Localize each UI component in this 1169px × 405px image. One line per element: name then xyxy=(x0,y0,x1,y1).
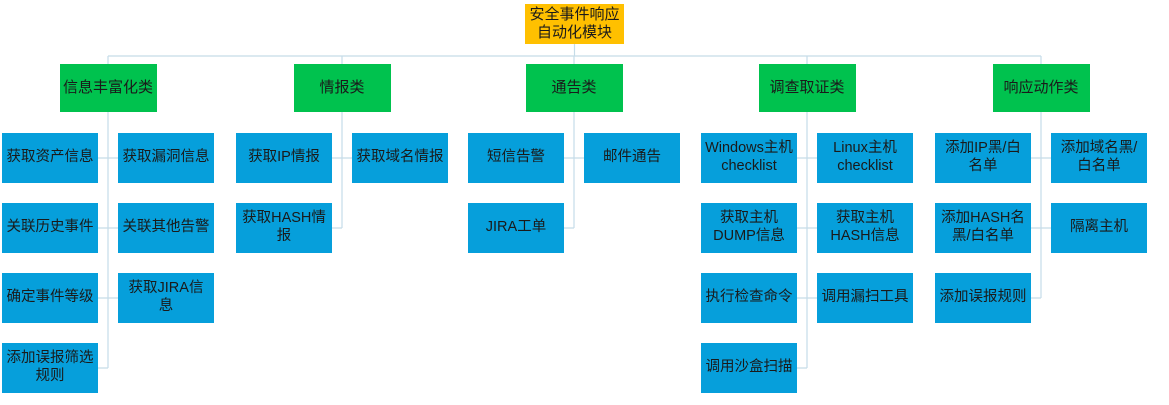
item-node[interactable]: 调用漏扫工具 xyxy=(817,273,913,323)
item-node[interactable]: JIRA工单 xyxy=(468,203,564,253)
category-node[interactable]: 调查取证类 xyxy=(758,64,856,112)
item-node[interactable]: 获取主机DUMP信息 xyxy=(701,203,797,253)
item-node[interactable]: 获取IP情报 xyxy=(236,133,332,183)
category-node[interactable]: 情报类 xyxy=(293,64,391,112)
item-node[interactable]: 关联历史事件 xyxy=(2,203,98,253)
item-node[interactable]: 添加IP黑/白名单 xyxy=(935,133,1031,183)
category-node[interactable]: 信息丰富化类 xyxy=(59,64,157,112)
item-node[interactable]: 确定事件等级 xyxy=(2,273,98,323)
item-node[interactable]: 添加域名黑/白名单 xyxy=(1051,133,1147,183)
category-node[interactable]: 通告类 xyxy=(525,64,623,112)
item-node[interactable]: 添加HASH名黑/白名单 xyxy=(935,203,1031,253)
connector-path xyxy=(98,44,1051,369)
category-node[interactable]: 响应动作类 xyxy=(992,64,1090,112)
item-node[interactable]: 获取域名情报 xyxy=(352,133,448,183)
item-node[interactable]: 添加误报规则 xyxy=(935,273,1031,323)
item-node[interactable]: Linux主机checklist xyxy=(817,133,913,183)
item-node[interactable]: 获取漏洞信息 xyxy=(118,133,214,183)
item-node[interactable]: 获取HASH情报 xyxy=(236,203,332,253)
item-node[interactable]: Windows主机checklist xyxy=(701,133,797,183)
item-node[interactable]: 隔离主机 xyxy=(1051,203,1147,253)
item-node[interactable]: 执行检查命令 xyxy=(701,273,797,323)
item-node[interactable]: 关联其他告警 xyxy=(118,203,214,253)
item-node[interactable]: 短信告警 xyxy=(468,133,564,183)
item-node[interactable]: 获取资产信息 xyxy=(2,133,98,183)
item-node[interactable]: 邮件通告 xyxy=(584,133,680,183)
item-node[interactable]: 获取主机HASH信息 xyxy=(817,203,913,253)
item-node[interactable]: 添加误报筛选规则 xyxy=(2,343,98,393)
item-node[interactable]: 获取JIRA信息 xyxy=(118,273,214,323)
item-node[interactable]: 调用沙盒扫描 xyxy=(701,343,797,393)
root-node[interactable]: 安全事件响应自动化模块 xyxy=(525,4,624,44)
